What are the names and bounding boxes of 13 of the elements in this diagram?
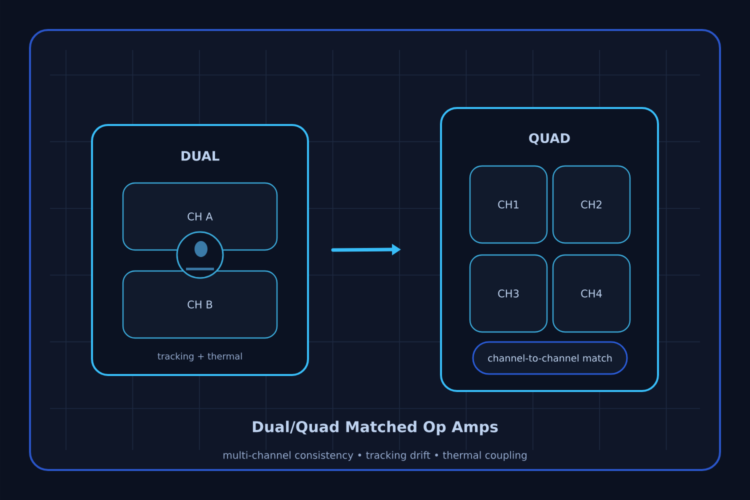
diagram-title: Dual/Quad Matched Op Amps bbox=[252, 420, 498, 436]
channel-box: CH4 bbox=[552, 254, 631, 333]
channel-box: CH3 bbox=[469, 254, 548, 333]
channel-box: CH2 bbox=[552, 165, 631, 244]
channel-box: CH B bbox=[122, 270, 278, 339]
channel-box: CH1 bbox=[469, 165, 548, 244]
diagram-caption: multi-channel consistency • tracking drift • thermal coupling bbox=[224, 451, 526, 461]
channel-box: CH A bbox=[122, 182, 278, 251]
box-note: tracking + thermal bbox=[158, 352, 242, 362]
box-heading: DUAL bbox=[182, 151, 220, 161]
thermal-coupling-icon bbox=[176, 231, 224, 279]
box-heading: QUAD bbox=[529, 133, 570, 145]
match-pill: channel-to-channel match bbox=[472, 341, 628, 375]
